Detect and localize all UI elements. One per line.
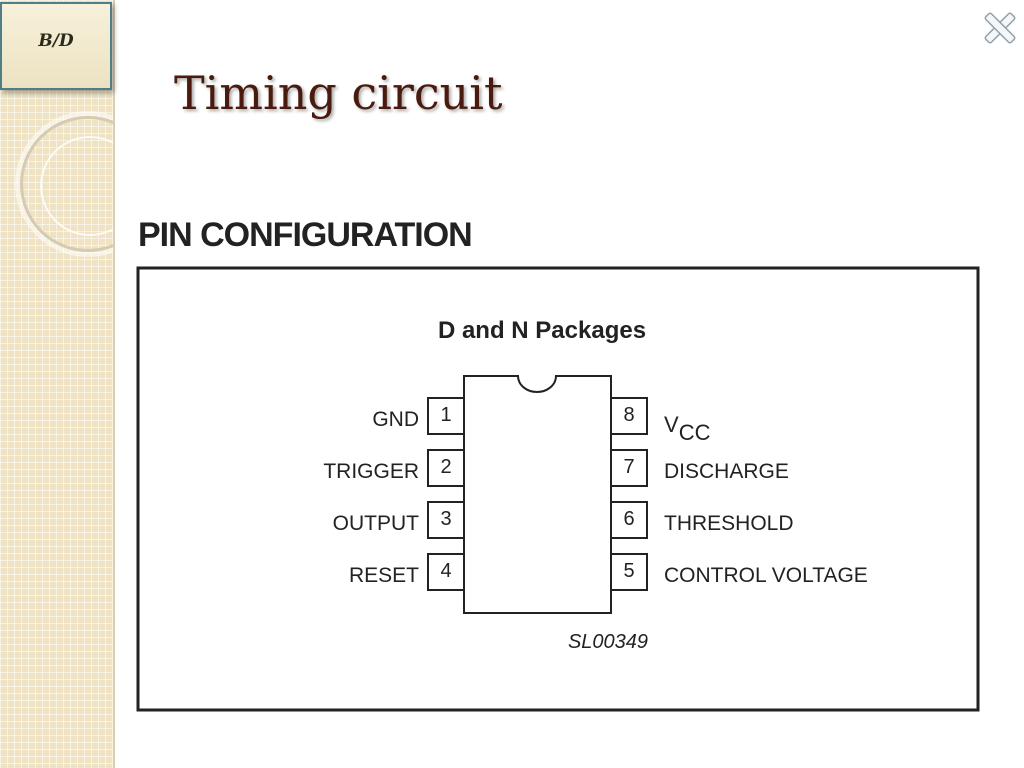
- pin-number-8: 8: [623, 404, 634, 426]
- badge-text: B/D: [38, 31, 74, 51]
- pin-box-6: [610, 501, 648, 539]
- badge-logo: B/D: [0, 2, 112, 90]
- left-pins: 1 GND 2 TRIGGER 3 OUTPUT 4 RESET: [323, 397, 465, 591]
- pin-label-3: OUTPUT: [333, 512, 420, 535]
- pin-label-2: TRIGGER: [323, 460, 419, 483]
- pin-diagram: D and N Packages 1 GND 2 TRIGGER 3 OUTPUT 4 RES…: [136, 266, 980, 712]
- pin-label-6: THRESHOLD: [664, 512, 794, 535]
- pin-label-7: DISCHARGE: [664, 460, 789, 483]
- pin-label-4: RESET: [349, 564, 419, 587]
- pin-box-8: [610, 397, 648, 435]
- close-x-icon[interactable]: [980, 8, 1020, 48]
- pin-number-2: 2: [440, 456, 451, 478]
- right-pins: 8 7 DISCHARGE 6 THRESHOLD 5 CONTROL VOLTAGE: [610, 397, 868, 591]
- pin-number-7: 7: [623, 456, 634, 478]
- pin-box-2: [427, 449, 465, 487]
- pin-label-5: CONTROL VOLTAGE: [664, 564, 868, 587]
- chip-body: [463, 375, 612, 614]
- pin-number-3: 3: [440, 508, 451, 530]
- pin-number-4: 4: [440, 560, 451, 582]
- slide-title: Timing circuit: [174, 66, 503, 120]
- package-title: D and N Packages: [438, 317, 646, 344]
- side-strip: [0, 0, 115, 768]
- part-code: SL00349: [568, 631, 648, 653]
- pin-number-5: 5: [623, 560, 634, 582]
- pin-label-1: GND: [372, 408, 419, 431]
- pin-box-1: [427, 397, 465, 435]
- pin-box-5: [610, 553, 648, 591]
- vcc-main: V: [664, 412, 679, 437]
- pin-box-3: [427, 501, 465, 539]
- pin-box-7: [610, 449, 648, 487]
- pin-number-6: 6: [623, 508, 634, 530]
- vcc-label: VCC: [664, 412, 711, 445]
- pin-number-1: 1: [440, 404, 451, 426]
- pin-configuration-heading: PIN CONFIGURATION: [138, 216, 473, 254]
- pin-configuration-figure: PIN CONFIGURATION D and N Packages 1 GND 2…: [136, 210, 980, 714]
- pin-box-4: [427, 553, 465, 591]
- vcc-subscript: CC: [679, 420, 711, 445]
